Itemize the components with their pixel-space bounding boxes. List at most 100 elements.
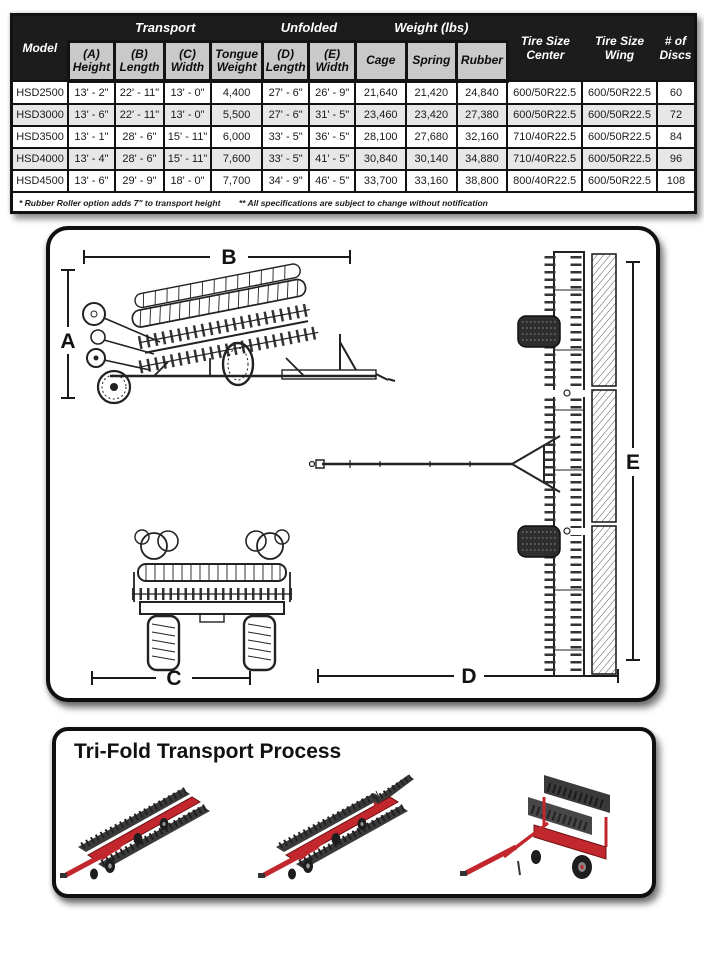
table-cell: 28' - 6" (113, 147, 166, 171)
table-cell: 13' - 6" (67, 103, 116, 127)
table-cell: 33,700 (354, 169, 408, 193)
side-view-drawing (82, 263, 396, 405)
col-header-b-length: (B)Length (113, 40, 166, 83)
table-cell: 800/40R22.5 (506, 169, 584, 193)
footnote-rubber-roller: * Rubber Roller option adds 7" to transp… (19, 197, 221, 208)
basket-section (591, 525, 617, 675)
table-cell: 22' - 11" (113, 103, 166, 127)
table-cell: 13' - 4" (67, 147, 116, 171)
table-cell: 15' - 11" (163, 147, 212, 171)
folded-gang-stack (131, 263, 320, 374)
col-header-model: Model (11, 14, 69, 81)
table-cell: 13' - 0" (163, 103, 212, 127)
col-header-d-length: (D)Length (260, 40, 311, 83)
group-header-unfolded: Unfolded (262, 14, 356, 42)
footnote-row: * Rubber Roller option adds 7" to transp… (10, 191, 697, 214)
model-cell: HSD3500 (10, 125, 70, 149)
col-header-discs: # of Discs (656, 14, 696, 81)
table-cell: 5,500 (209, 103, 264, 127)
axle-frame (139, 601, 285, 615)
spec-table: Model Transport Unfolded Weight (lbs) Ti… (10, 13, 697, 214)
footnote-spec-change: ** All specifications are subject to cha… (238, 197, 488, 208)
table-cell: 28' - 6" (113, 125, 166, 149)
top-view-drawing (308, 251, 617, 677)
machine-stage-folded-illustration (460, 775, 610, 879)
table-cell: 600/50R22.5 (581, 169, 658, 193)
table-cell: 28,100 (354, 125, 408, 149)
cage-roller (137, 563, 287, 582)
table-cell: 21,640 (354, 80, 408, 105)
col-header-tire-wing: Tire Size Wing (582, 14, 657, 81)
table-cell: 6,000 (209, 125, 264, 149)
spec-table-grid: Model Transport Unfolded Weight (lbs) Ti… (10, 13, 697, 214)
table-cell: 600/50R22.5 (581, 80, 658, 105)
table-cell: 96 (655, 147, 697, 171)
basket-section (591, 389, 617, 523)
table-cell: 29' - 9" (113, 169, 166, 193)
trifold-process-panel: Tri-Fold Transport Process (52, 727, 656, 898)
table-cell: 15' - 11" (163, 125, 212, 149)
table-cell: 27,680 (405, 125, 458, 149)
model-cell: HSD3000 (10, 103, 70, 127)
table-cell: 23,460 (354, 103, 408, 127)
table-cell: 18' - 0" (163, 169, 212, 193)
dimension-label-b: B (221, 246, 236, 269)
dimension-label-c: C (166, 667, 181, 690)
table-cell: 710/40R22.5 (506, 125, 584, 149)
rear-view-drawing (132, 529, 292, 672)
col-header-c-width: (C)Width (162, 40, 213, 83)
gauge-wheel (82, 302, 106, 326)
table-cell: 23,420 (405, 103, 458, 127)
table-cell: 22' - 11" (113, 80, 166, 105)
col-header-rubber: Rubber (455, 40, 509, 83)
machine-stage-unfolded-illustration (60, 786, 210, 880)
rear-tire-right (242, 614, 277, 672)
main-toolbar (553, 251, 585, 677)
mast (339, 334, 357, 371)
model-cell: HSD4500 (10, 169, 70, 193)
machine-stage-midfold-illustration (258, 774, 414, 880)
top-view-tire (517, 525, 561, 558)
dimension-lines: B A C D E (60, 246, 640, 690)
dimension-label-e: E (626, 451, 640, 474)
transport-tire (221, 341, 255, 387)
table-cell: 7,600 (209, 147, 264, 171)
table-cell: 38,800 (455, 169, 509, 193)
table-cell: 32,160 (455, 125, 509, 149)
table-cell: 26' - 9" (307, 80, 357, 105)
table-cell: 36' - 5" (307, 125, 357, 149)
table-cell: 4,400 (209, 80, 264, 105)
table-cell: 33' - 5" (261, 147, 310, 171)
table-cell: 31' - 5" (307, 103, 357, 127)
table-cell: 600/50R22.5 (581, 125, 658, 149)
table-cell: 24,840 (455, 80, 509, 105)
col-header-tire-center: Tire Size Center (507, 14, 583, 81)
table-cell: 33' - 5" (261, 125, 310, 149)
basket-section (591, 253, 617, 387)
table-cell: 21,420 (405, 80, 458, 105)
table-cell: 30,840 (354, 147, 408, 171)
table-cell: 13' - 1" (67, 125, 116, 149)
footnote-cell: * Rubber Roller option adds 7" to transp… (10, 191, 697, 214)
col-header-cage: Cage (353, 40, 408, 83)
table-cell: 46' - 5" (307, 169, 357, 193)
table-cell: 13' - 6" (67, 169, 116, 193)
table-cell: 600/50R22.5 (506, 103, 584, 127)
front-wheel (96, 369, 132, 405)
model-cell: HSD4000 (10, 147, 70, 171)
dimension-diagram-panel: B A C D E (46, 226, 660, 702)
group-header-weight: Weight (lbs) (355, 14, 508, 42)
group-header-transport: Transport (68, 14, 263, 42)
table-cell: 60 (655, 80, 697, 105)
top-view-tire (517, 315, 561, 348)
table-cell: 600/50R22.5 (581, 103, 658, 127)
hitch (375, 373, 396, 382)
col-header-e-width: (E)Width (307, 40, 357, 83)
col-header-a-height: (A)Height (66, 40, 117, 83)
